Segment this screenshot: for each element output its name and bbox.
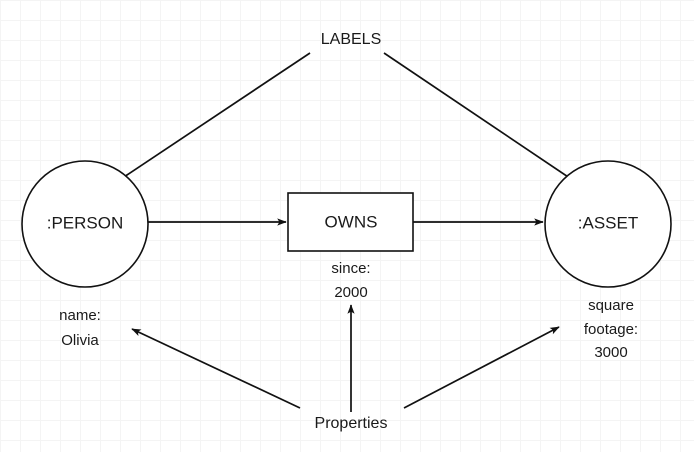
annotation-properties-text: Properties [315,415,388,432]
node-owns-label: OWNS [325,212,378,231]
property-owns-line-2: 2000 [334,284,367,301]
property-asset-line-1: square [588,297,634,314]
property-owns-line-1: since: [331,260,370,277]
node-asset-circle[interactable] [544,160,672,288]
labels-to-person-leader [102,52,311,192]
node-person-circle[interactable] [21,160,149,288]
node-owns-rect[interactable] [287,192,414,252]
properties-to-person-prop-leader [131,328,301,409]
annotation-labels-text: LABELS [321,31,381,48]
node-asset-label: :ASSET [578,213,638,232]
property-asset-line-3: 3000 [594,344,627,361]
node-person-label: :PERSON [47,213,124,232]
properties-to-asset-prop-leader [403,326,560,409]
property-person-line-2: Olivia [61,332,99,349]
property-person-line-1: name: [59,307,101,324]
property-asset-line-2: footage: [584,321,638,338]
labels-to-asset-leader [383,52,590,192]
